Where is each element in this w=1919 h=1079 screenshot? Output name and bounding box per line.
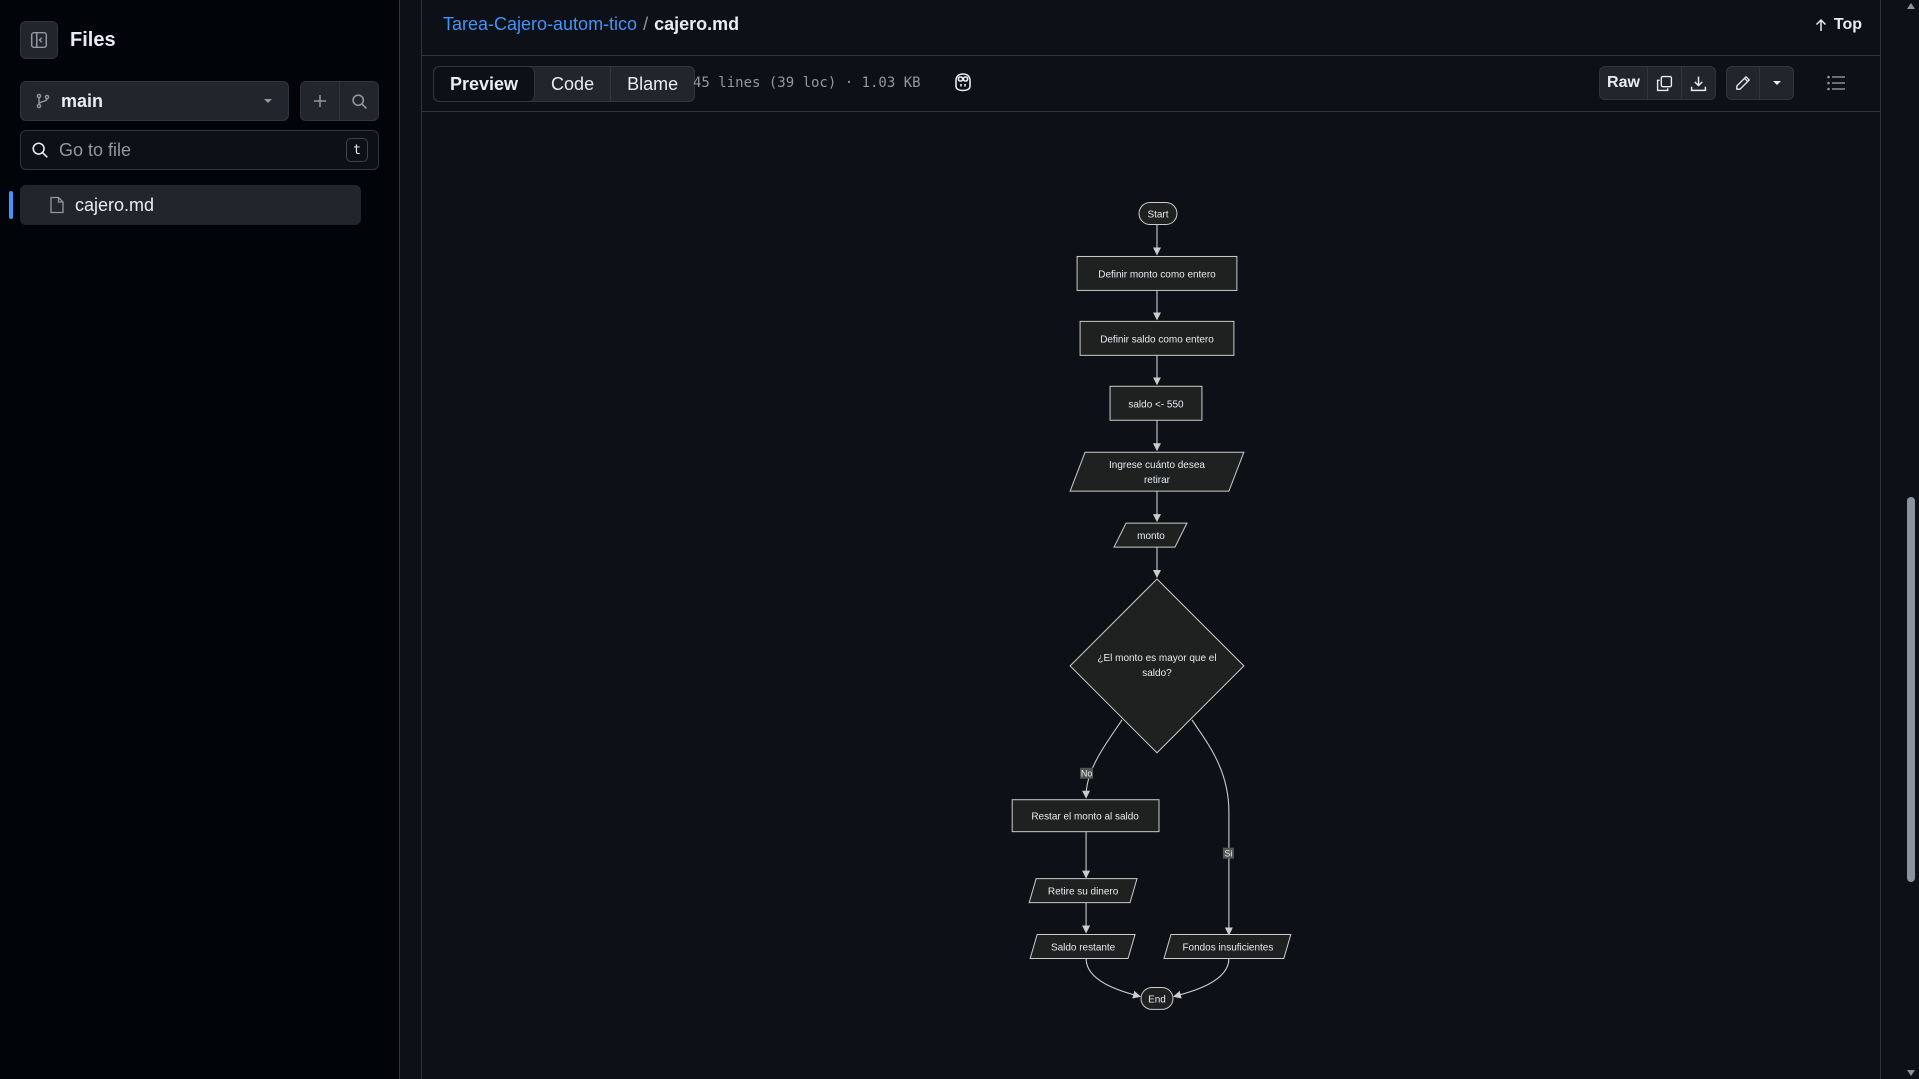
go-to-file-placeholder: Go to file — [59, 139, 132, 160]
file-icon — [50, 196, 64, 214]
file-actions: Raw — [1599, 66, 1794, 100]
edge-label-yes: Si — [1224, 849, 1232, 859]
edit-file-button[interactable] — [1726, 66, 1760, 100]
node-prompt-label-2: retirar — [1144, 475, 1171, 486]
download-button[interactable] — [1682, 66, 1716, 100]
download-icon — [1690, 76, 1707, 91]
edge-label-no-bg — [1080, 767, 1094, 779]
node-insufficient — [1163, 934, 1292, 960]
node-remaining — [1029, 934, 1136, 960]
edit-options-dropdown[interactable] — [1760, 66, 1794, 100]
breadcrumb: Tarea-Cajero-autom-tico / cajero.md — [443, 14, 739, 35]
tab-blame[interactable]: Blame — [610, 67, 694, 101]
collapse-sidebar-button[interactable] — [20, 21, 58, 59]
search-icon — [32, 142, 48, 158]
plus-icon — [314, 95, 326, 107]
active-indicator — [9, 191, 13, 219]
header-divider — [422, 55, 1880, 56]
page-scrollbar[interactable] — [1903, 0, 1919, 1079]
raw-button[interactable]: Raw — [1599, 66, 1648, 100]
file-viewer: Tarea-Cajero-autom-tico / cajero.md Top … — [421, 0, 1881, 1079]
node-decision-label-1: ¿El monto es mayor que el — [1097, 653, 1216, 664]
node-def-monto — [1076, 255, 1238, 291]
outline-button[interactable] — [1818, 66, 1854, 100]
node-start-label: Start — [1147, 210, 1168, 221]
node-withdraw — [1028, 878, 1138, 904]
sidebar-title: Files — [70, 28, 116, 51]
edge-label-yes-bg — [1222, 847, 1234, 859]
node-subtract-label: Restar el monto al saldo — [1031, 812, 1139, 823]
mermaid-flowchart: No Si Start Definir monto como entero De… — [1011, 202, 1292, 1010]
breadcrumb-repo-link[interactable]: Tarea-Cajero-autom-tico — [443, 14, 638, 34]
node-end-label: End — [1148, 994, 1166, 1005]
node-decision-label-2: saldo? — [1142, 668, 1172, 679]
edge-insufficient-end — [1173, 958, 1230, 999]
view-mode-tabs: Preview Code Blame — [433, 66, 696, 102]
search-icon — [351, 93, 367, 109]
keyboard-shortcut-badge: t — [346, 138, 368, 162]
node-read-label: monto — [1137, 531, 1165, 542]
sidebar-collapse-icon — [30, 31, 48, 49]
node-prompt — [1069, 451, 1245, 492]
tab-preview[interactable]: Preview — [434, 67, 536, 101]
breadcrumb-separator: / — [643, 14, 649, 34]
tab-code[interactable]: Code — [551, 73, 595, 94]
node-def-saldo — [1079, 320, 1235, 356]
back-to-top-label: Top — [1833, 16, 1862, 33]
node-insufficient-label: Fondos insuficientes — [1182, 943, 1273, 954]
add-file-button[interactable] — [300, 81, 340, 121]
copy-icon — [1656, 75, 1673, 91]
breadcrumb-current-file: cajero.md — [654, 14, 740, 34]
edge-remaining-end — [1085, 958, 1141, 999]
git-branch-icon — [36, 93, 50, 109]
node-def-saldo-label: Definir saldo como entero — [1100, 334, 1214, 345]
file-tree-item-cajero-md[interactable]: cajero.md — [9, 185, 361, 225]
chevron-down-icon — [264, 99, 272, 103]
edge-decision-no — [1082, 719, 1123, 799]
node-assign-label: saldo <- 550 — [1128, 399, 1184, 410]
back-to-top-button[interactable]: Top — [1814, 16, 1862, 34]
node-start — [1138, 202, 1178, 226]
node-remaining-label: Saldo restante — [1051, 943, 1116, 954]
node-decision — [1069, 578, 1245, 754]
file-tree-sidebar: Files main Go to file t cajero.md — [0, 0, 400, 1079]
copilot-button[interactable] — [952, 71, 974, 98]
node-read — [1113, 522, 1188, 548]
scroll-up-arrow-icon[interactable] — [1906, 2, 1916, 10]
list-unordered-icon — [1827, 75, 1845, 91]
node-end — [1140, 986, 1174, 1010]
copy-raw-button[interactable] — [1648, 66, 1682, 100]
branch-selector-button[interactable]: main — [20, 81, 289, 121]
go-to-file-input[interactable]: Go to file t — [20, 130, 379, 170]
file-name: cajero.md — [75, 194, 155, 215]
file-stats: 45 lines (39 loc) · 1.03 KB — [693, 75, 921, 91]
node-subtract — [1011, 799, 1160, 833]
node-prompt-label-1: Ingrese cuánto desea — [1109, 460, 1205, 471]
edge-label-no: No — [1081, 769, 1092, 779]
copilot-icon — [955, 73, 971, 92]
arrow-up-icon — [1815, 18, 1826, 31]
scroll-down-arrow-icon[interactable] — [1906, 1069, 1916, 1077]
branch-name: main — [61, 90, 104, 111]
node-def-monto-label: Definir monto como entero — [1098, 269, 1216, 280]
search-code-button[interactable] — [339, 81, 379, 121]
edge-decision-yes — [1191, 719, 1233, 936]
content-divider — [422, 111, 1880, 112]
node-withdraw-label: Retire su dinero — [1048, 887, 1119, 898]
node-assign — [1109, 385, 1203, 421]
sidebar-header: Files — [20, 20, 116, 60]
chevron-down-icon — [1772, 81, 1781, 85]
layout-gutter — [401, 0, 421, 1079]
scrollbar-thumb[interactable] — [1907, 497, 1915, 882]
pencil-icon — [1736, 75, 1751, 90]
